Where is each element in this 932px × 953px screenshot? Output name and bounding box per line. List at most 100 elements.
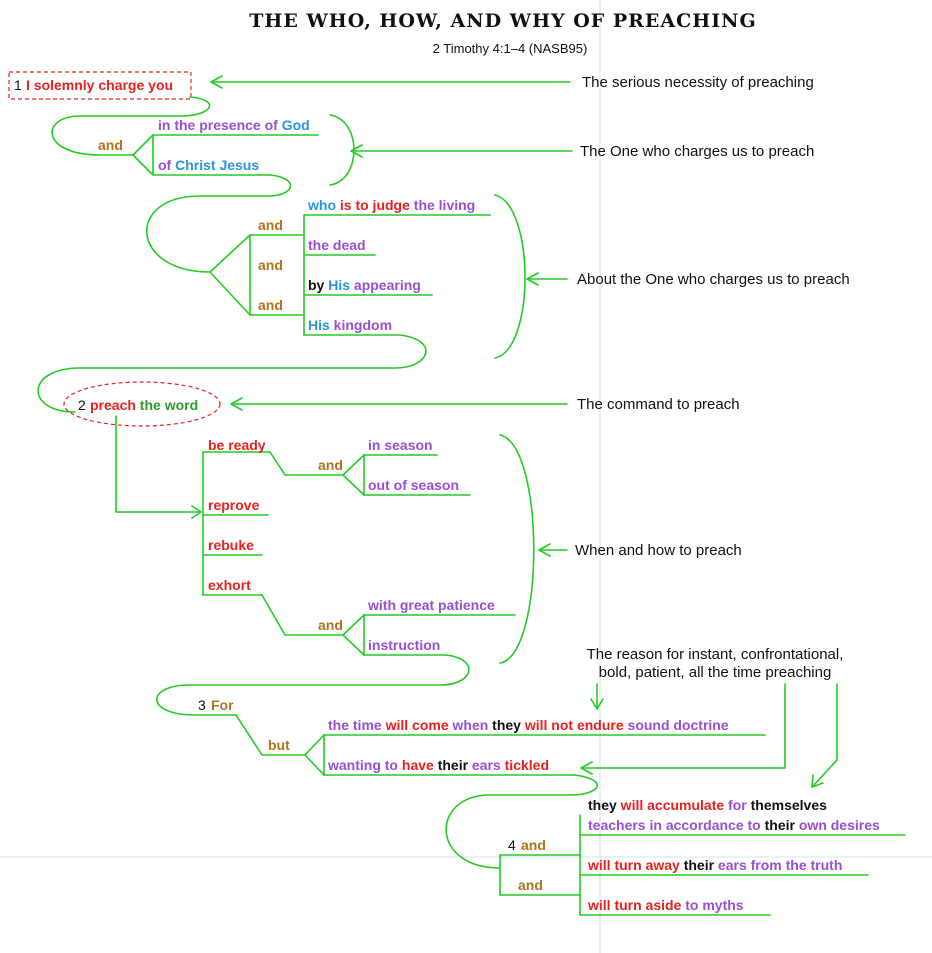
arrow-reason-to-v4 xyxy=(813,683,838,786)
curve-to-judge xyxy=(146,174,292,273)
annotation-when-how: When and how to preach xyxy=(575,542,742,559)
phrase-his-kingdom: His kingdom xyxy=(308,317,392,333)
phrase-ears-tickled: wanting to have their ears tickled xyxy=(327,757,549,773)
verse4-lines xyxy=(499,814,906,916)
phrase-segment: with great patience xyxy=(367,597,495,613)
annotation-reason-line2: bold, patient, all the time preaching xyxy=(599,664,832,681)
phrase-with-great-patience: with great patience xyxy=(367,597,495,613)
connector-and: and xyxy=(258,217,283,233)
phrase-be-ready: be ready xyxy=(208,437,266,453)
phrase-segment: Christ Jesus xyxy=(175,157,259,173)
phrase-segment: they xyxy=(492,717,521,733)
charge-dashed-box xyxy=(8,71,192,100)
bracket-god-christ xyxy=(329,114,355,186)
curve-to-for xyxy=(156,654,470,716)
phrase-of-christ-jesus: of Christ Jesus xyxy=(158,157,259,173)
phrase-segment: have xyxy=(402,757,434,773)
preach-dashed-ellipse xyxy=(63,381,221,427)
phrase-segment: their xyxy=(765,817,796,833)
phrase-segment: in the presence of xyxy=(158,117,282,133)
phrase-segment: will turn away xyxy=(587,857,680,873)
phrase-turn-away: will turn away their ears from the truth xyxy=(587,857,842,873)
page-title: THE WHO, HOW, AND WHY OF PREACHING xyxy=(249,10,756,32)
phrase-reprove: reprove xyxy=(208,497,260,513)
phrase-preach-the-word: preach the word xyxy=(90,397,198,413)
phrase-segment: reprove xyxy=(208,497,260,513)
phrase-segment: in season xyxy=(368,437,433,453)
phrase-segment: exhort xyxy=(208,577,251,593)
connector-and: and xyxy=(318,457,343,473)
phrase-out-of-season: out of season xyxy=(368,477,459,493)
verse1-lines xyxy=(37,96,491,413)
phrase-judge-the-living: who is to judge the living xyxy=(307,197,475,213)
phrase-segment: the dead xyxy=(308,237,366,253)
phrase-segment: who xyxy=(307,197,340,213)
annotation-serious-necessity: The serious necessity of preaching xyxy=(582,74,814,91)
phrase-segment: of xyxy=(158,157,175,173)
connector-for: For xyxy=(211,697,234,713)
phrase-his-appearing: by His appearing xyxy=(308,277,421,293)
phrase-segment: out of season xyxy=(368,477,459,493)
phrase-segment: tickled xyxy=(501,757,549,773)
connector-but: but xyxy=(268,737,290,753)
phrase-segment: wanting to xyxy=(327,757,402,773)
phrase-segment: preach xyxy=(90,397,136,413)
connector-and: and xyxy=(98,137,123,153)
connector-and: and xyxy=(258,257,283,273)
phrase-instruction: instruction xyxy=(368,637,440,653)
phrase-segment: teachers in accordance to xyxy=(588,817,765,833)
phrase-segment: will not endure xyxy=(521,717,624,733)
phrase-segment: will turn aside xyxy=(587,897,682,913)
connector-and: and xyxy=(518,877,543,893)
connector-and: and xyxy=(258,297,283,313)
phrase-segment: is to judge xyxy=(340,197,410,213)
phrase-segment: the time xyxy=(328,717,386,733)
phrase-segment: will accumulate xyxy=(617,797,725,813)
verse-number-2: 2 xyxy=(78,397,86,413)
bracket-about-the-one xyxy=(494,194,526,359)
phrase-teachers: teachers in accordance to their own desi… xyxy=(588,817,880,833)
phrase-exhort: exhort xyxy=(208,577,251,593)
scripture-reference: 2 Timothy 4:1–4 (NASB95) xyxy=(433,41,588,56)
phrase-charge: I solemnly charge you xyxy=(26,77,173,93)
phrase-segment: ears xyxy=(468,757,501,773)
phrase-segment: the living xyxy=(410,197,475,213)
phrase-segment: His xyxy=(328,277,350,293)
phrase-segment: their xyxy=(680,857,715,873)
annotation-reason-line1: The reason for instant, confrontational, xyxy=(587,646,844,663)
arrow-reason-to-tickled xyxy=(581,683,786,769)
phrase-segment: I solemnly charge you xyxy=(26,77,173,93)
phrase-the-dead: the dead xyxy=(308,237,366,253)
phrase-in-season: in season xyxy=(368,437,433,453)
verse2-lines xyxy=(115,415,516,716)
verse-number-1: 1 xyxy=(14,77,22,93)
phrase-will-accumulate: they will accumulate for themselves xyxy=(588,797,827,813)
verse3-lines xyxy=(235,714,766,869)
phrase-turn-aside: will turn aside to myths xyxy=(587,897,744,913)
verse-number-4: 4 xyxy=(508,837,516,853)
annotation-one-who-charges: The One who charges us to preach xyxy=(580,143,814,160)
annotation-arrows xyxy=(210,75,838,788)
phrase-segment: rebuke xyxy=(208,537,254,553)
phrase-segment: own desires xyxy=(795,817,880,833)
phrase-segment: they xyxy=(588,797,617,813)
phrase-presence-of-god: in the presence of God xyxy=(158,117,310,133)
phrase-segment: themselves xyxy=(747,797,827,813)
phrase-segment: God xyxy=(282,117,310,133)
phrase-segment: by xyxy=(308,277,328,293)
phrase-segment: their xyxy=(434,757,469,773)
phrase-segment: sound doctrine xyxy=(624,717,729,733)
curve-to-preach xyxy=(37,334,427,413)
phrase-segment: for xyxy=(724,797,747,813)
phrase-segment: His xyxy=(308,317,330,333)
phrase-segment: to myths xyxy=(681,897,743,913)
phrase-segment: appearing xyxy=(350,277,421,293)
phrase-segment: kingdom xyxy=(330,317,392,333)
curve-to-v4 xyxy=(445,774,598,869)
annotation-about-the-one: About the One who charges us to preach xyxy=(577,271,850,288)
phrase-segment: ears from the truth xyxy=(714,857,842,873)
connector-and: and xyxy=(521,837,546,853)
phrase-segment: instruction xyxy=(368,637,440,653)
